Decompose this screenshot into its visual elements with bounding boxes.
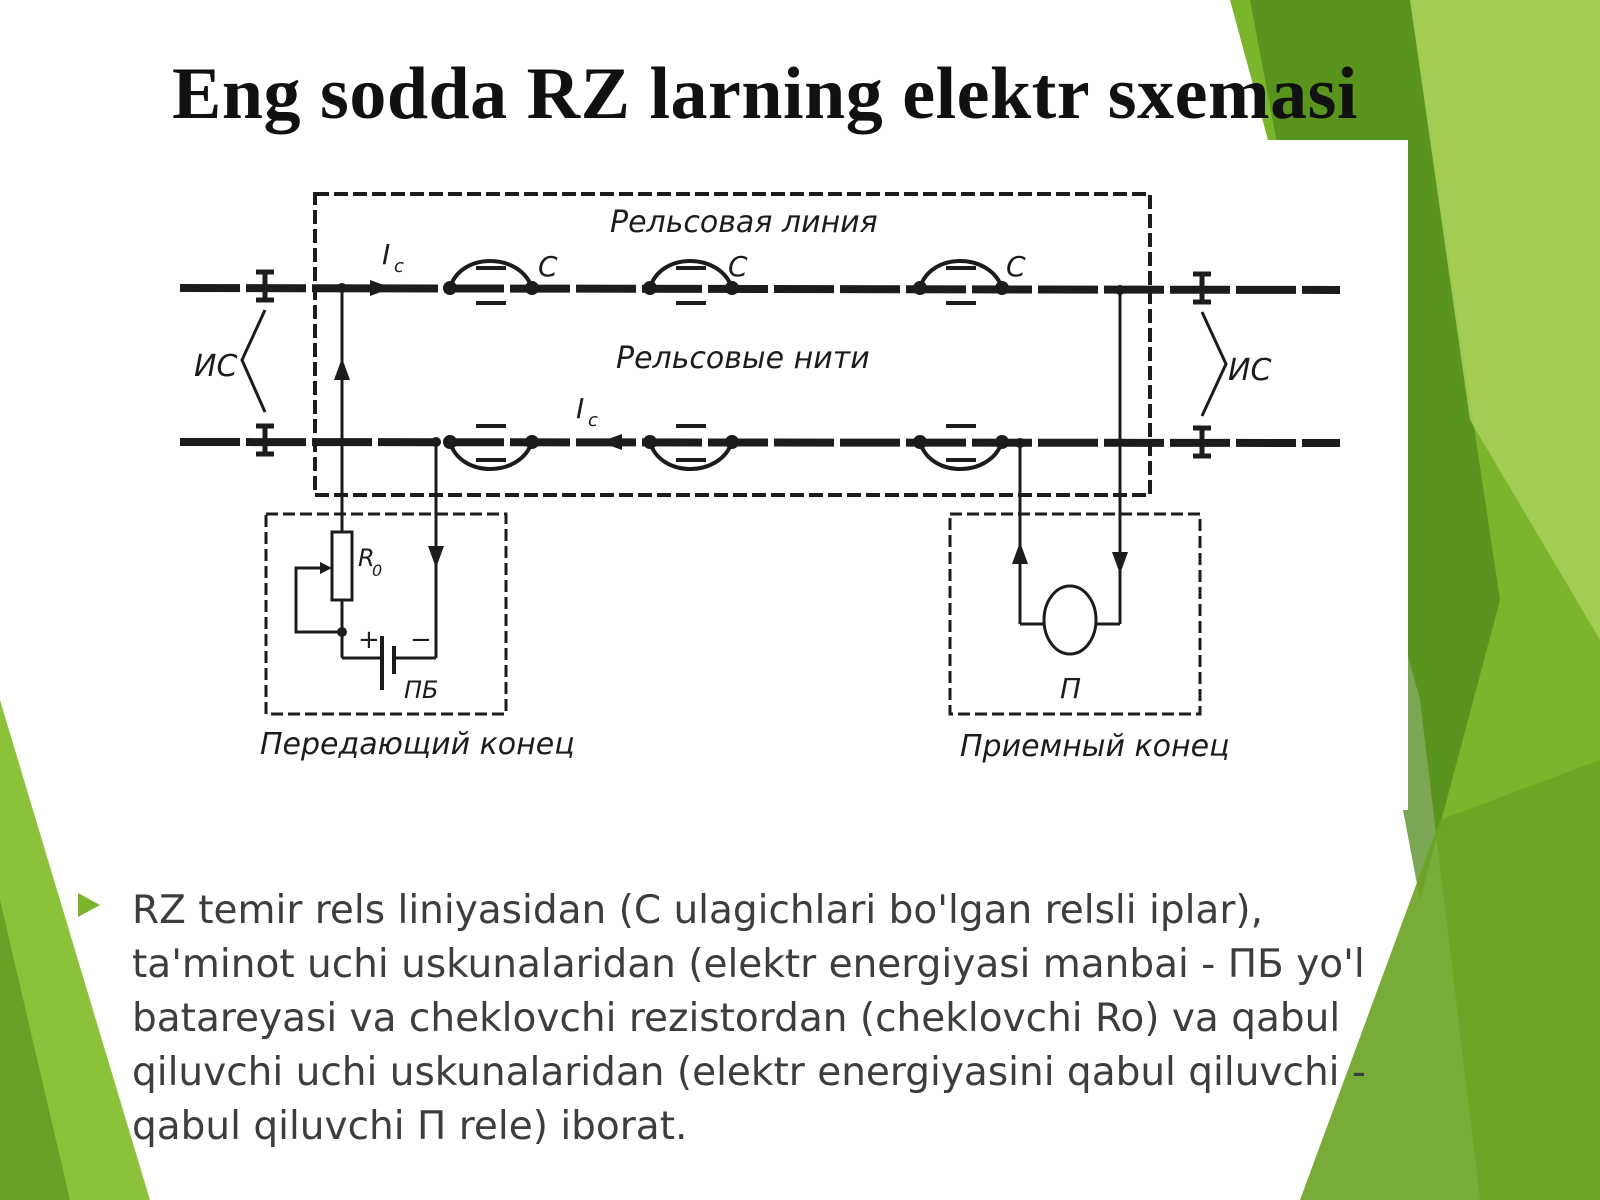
bullet-text: RZ temir rels liniyasidan (C ulagichlari… — [132, 888, 1366, 1149]
resistor-label: R — [358, 544, 375, 572]
receive-wire-bottom-arrow — [1012, 542, 1028, 564]
slide-title: Eng sodda RZ larning elektr sxemasi — [172, 53, 1358, 135]
insulated-joint-right-label: ИС — [1228, 353, 1271, 388]
battery-minus-label: − — [410, 625, 432, 655]
diagram-panel — [150, 140, 1408, 810]
insulated-joint-left-bracket — [240, 309, 267, 413]
relay-label: П — [1060, 672, 1081, 705]
battery-plus-label: + — [358, 625, 380, 655]
current-label-bottom: I — [576, 392, 584, 425]
junction-bottom-right — [1015, 438, 1025, 448]
junction-bottom-left — [431, 437, 441, 447]
green-shard-right-4 — [1300, 760, 1600, 1200]
triangle-bullet-icon — [78, 893, 100, 917]
insulated-joint-left-symbols — [256, 269, 274, 457]
rail-threads-label: Рельсовые нити — [616, 341, 870, 376]
connector-label-1: C — [538, 250, 558, 283]
junction-top-right — [1115, 285, 1125, 295]
receiving-end-box — [948, 512, 1202, 716]
connector-label-2: C — [728, 250, 748, 283]
current-label-top: I — [382, 238, 390, 271]
receiving-end-label: Приемный конец — [960, 729, 1230, 764]
current-arrow-top — [370, 280, 392, 296]
rail-line-label: Рельсовая линия — [610, 205, 878, 240]
bottom-rail — [179, 438, 1341, 447]
rheostat-arrow — [320, 562, 332, 574]
insulated-joint-right-bracket — [1200, 311, 1228, 417]
receive-wire-top-arrow — [1112, 552, 1128, 574]
transmitting-end-label: Передающий конец — [260, 727, 575, 762]
connector-label-3: C — [1006, 250, 1026, 283]
track-circuit-diagram: Рельсовая линия Рельсовые нити I c I c C… — [179, 192, 1341, 764]
top-rail — [179, 284, 1341, 294]
bullet-list: RZ temir rels liniyasidan (C ulagichlari… — [72, 884, 1452, 1154]
rail-line-frame — [313, 192, 1152, 497]
relay-coil — [1042, 584, 1098, 656]
rail-connectors-bottom — [443, 424, 1009, 471]
feed-wire-top-arrow — [334, 358, 350, 380]
junction-top-left — [337, 283, 347, 293]
transmitting-end-box — [264, 512, 508, 716]
insulated-joint-left-label: ИС — [194, 349, 237, 384]
battery-label: ПБ — [404, 676, 439, 704]
bullet-item: RZ temir rels liniyasidan (C ulagichlari… — [72, 884, 1452, 1154]
resistor-label-sub: 0 — [372, 561, 382, 580]
feed-wire-bottom-arrow — [428, 546, 444, 568]
green-shard-left-dark — [0, 900, 70, 1200]
current-label-top-sub: c — [394, 256, 404, 277]
current-arrow-bottom — [600, 434, 622, 450]
current-label-bottom-sub: c — [588, 410, 598, 431]
green-shard-right-3 — [1410, 0, 1600, 640]
rheostat-wiper — [294, 566, 342, 634]
rail-connectors-top — [443, 259, 1009, 305]
junction-resistor — [337, 627, 347, 637]
resistor-ro — [330, 530, 354, 602]
insulated-joint-right-symbols — [1193, 271, 1211, 459]
